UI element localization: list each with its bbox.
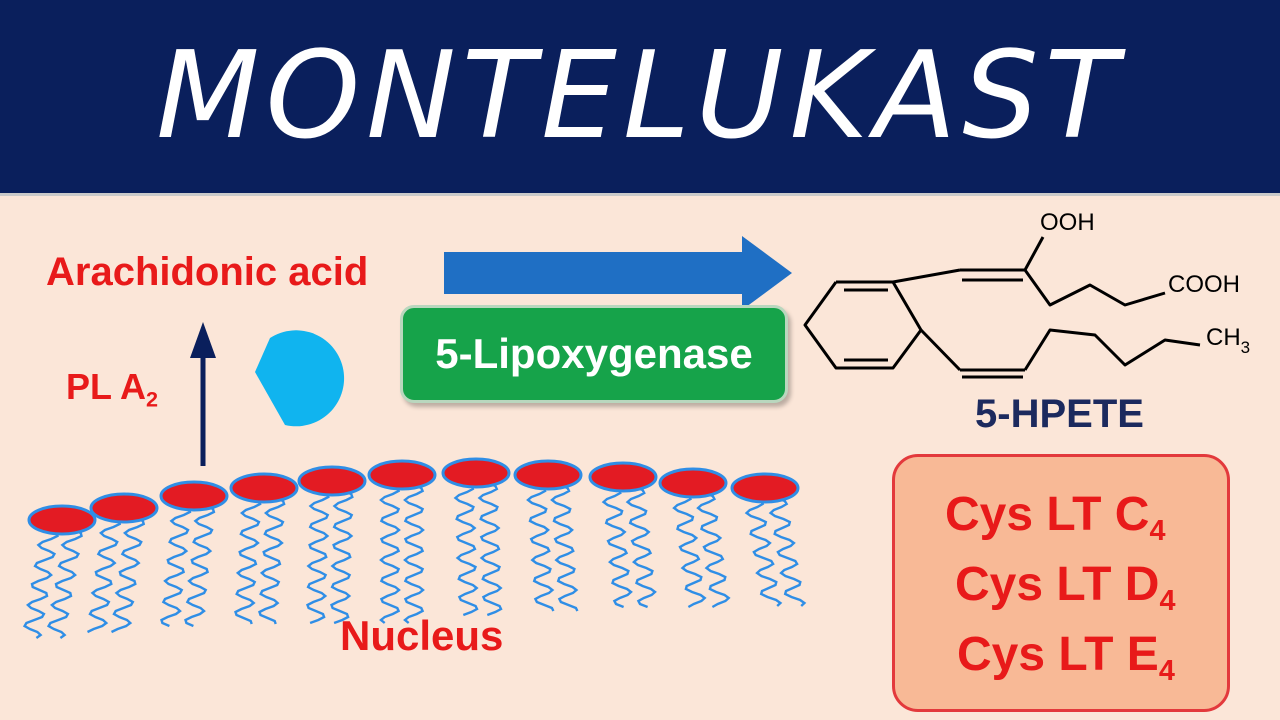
cys-lt-c4-label: Cys LT C4	[945, 488, 1166, 548]
release-arrow	[190, 322, 216, 466]
lipid-tail	[184, 504, 216, 628]
hpete-structure	[803, 236, 1201, 379]
lipoxygenase-box: 5-Lipoxygenase	[400, 305, 788, 403]
cys-lt-d4-label: Cys LT D4	[955, 558, 1176, 618]
ch3-label: CH3	[1206, 324, 1250, 357]
cooh-label: COOH	[1168, 271, 1240, 298]
lipoxygenase-label: 5-Lipoxygenase	[435, 330, 753, 377]
lipid-tail	[46, 528, 83, 639]
page-title: MONTELUKAST	[156, 27, 1124, 166]
lipid-tail	[601, 485, 633, 609]
phospholipid-head	[297, 465, 367, 497]
phospholipid-head	[229, 472, 299, 504]
lipid-tail	[477, 481, 503, 617]
phospholipid-head	[441, 457, 511, 489]
phospholipid-head	[513, 459, 583, 491]
lipid-tail	[672, 491, 707, 609]
lipid-tail	[306, 489, 330, 625]
arachidonic-acid-label: Arachidonic acid	[46, 250, 369, 294]
phospholipid-head	[89, 492, 159, 524]
lipid-tail	[379, 483, 401, 624]
lipid-tail	[234, 496, 262, 625]
pacman-enzyme-icon	[255, 330, 345, 427]
title-banner: MONTELUKAST	[0, 0, 1280, 196]
lipid-tail	[110, 516, 146, 634]
phospholipid-bilayer-icon	[22, 457, 807, 639]
leukotriene-box: Cys LT C4 Cys LT D4 Cys LT E4	[892, 454, 1230, 712]
ooh-label: OOH	[1040, 209, 1095, 236]
lipid-tail	[330, 489, 354, 625]
lipid-tail	[403, 483, 425, 624]
lipid-tail	[526, 483, 555, 612]
lipid-tail	[160, 504, 192, 628]
lipid-tail	[625, 485, 657, 609]
lipid-tail	[86, 516, 122, 634]
nucleus-label: Nucleus	[340, 612, 504, 659]
lipid-tail	[258, 496, 286, 625]
lipid-tail	[768, 496, 807, 607]
phospholipid-head	[159, 480, 229, 512]
reaction-arrow	[444, 236, 792, 310]
lipid-tail	[453, 481, 479, 617]
pla2-label: PL A2	[66, 366, 159, 412]
phospholipid-head	[367, 459, 437, 491]
lipid-tail	[550, 483, 579, 612]
phospholipid-head	[658, 467, 728, 499]
phospholipid-head	[730, 472, 800, 504]
lipid-tail	[696, 491, 731, 609]
phospholipid-head	[588, 461, 658, 493]
cys-lt-e4-label: Cys LT E4	[957, 628, 1175, 688]
lipid-tail	[22, 528, 59, 639]
phospholipid-head	[27, 504, 97, 536]
lipid-tail	[744, 496, 783, 607]
hpete-label: 5-HPETE	[975, 392, 1144, 436]
